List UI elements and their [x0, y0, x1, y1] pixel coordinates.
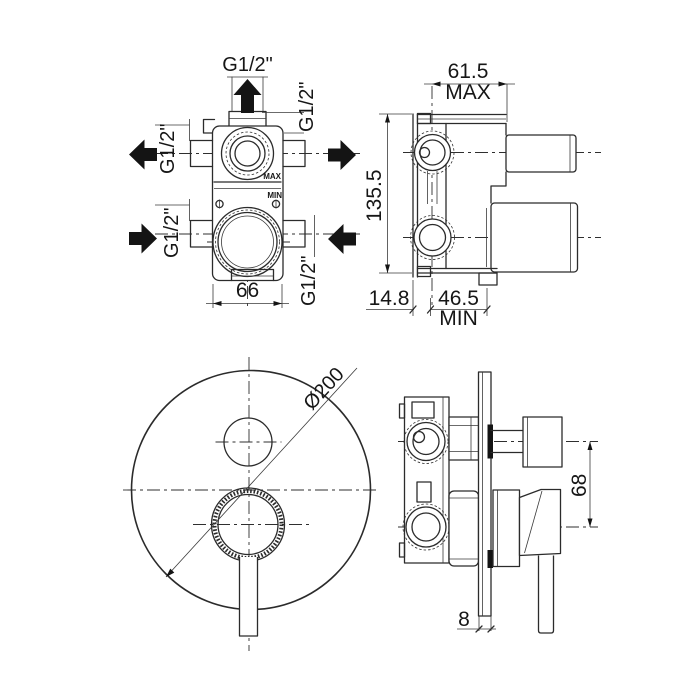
body-min-label: MIN — [267, 191, 282, 200]
dim-handle-distance: 68 — [568, 441, 593, 527]
flow-arrow-left-in-icon — [129, 223, 157, 254]
label-g12-top: G1/2" — [222, 54, 272, 76]
dim-61-5-text: 61.5 — [448, 60, 489, 83]
valve-body-side-outline — [410, 112, 579, 286]
dim-135-5-text: 135.5 — [363, 169, 386, 222]
label-g12-right-top: G1/2" — [296, 82, 318, 132]
flow-arrow-up-icon — [233, 79, 262, 113]
label-extension-lines — [155, 76, 315, 257]
label-g12-left-top: G1/2" — [157, 124, 179, 174]
dim-plate-diameter: Ø200 — [165, 363, 358, 578]
side-view-rough-valve: 61.5 MAX 135.5 14.8 46.5 MIN — [363, 60, 601, 330]
mixer-lever-side — [537, 555, 555, 634]
front-view-trim-plate: Ø200 — [123, 357, 379, 651]
dim-66-text: 66 — [236, 279, 259, 302]
dim-body-width: 66 — [206, 279, 289, 308]
max-label: MAX — [445, 81, 491, 104]
diverter-knob-side — [490, 416, 563, 468]
dim-plate-thickness: 8 — [457, 608, 496, 633]
dim-height: 135.5 — [363, 113, 412, 274]
label-g12-right-bottom: G1/2" — [298, 256, 320, 306]
dim-depth-min: 14.8 46.5 MIN — [366, 280, 491, 330]
valve-body-front-outline — [189, 110, 306, 282]
dim-8-text: 8 — [458, 608, 470, 631]
dim-68-text: 68 — [568, 474, 591, 497]
valve-body-side-outline — [398, 396, 480, 567]
label-g12-left-bottom: G1/2" — [161, 208, 183, 258]
flow-arrow-right-in-icon — [328, 224, 356, 254]
side-view-assembled-mixer: 68 8 — [398, 371, 598, 634]
dim-14-8-text: 14.8 — [369, 287, 410, 310]
dim-200-text: Ø200 — [299, 363, 348, 414]
flow-arrow-left-out-icon — [129, 139, 157, 170]
wall-plate-side — [477, 371, 493, 617]
diverter-knob-circle — [223, 417, 273, 467]
mixer-lever — [238, 557, 259, 637]
mixer-handle-side — [492, 488, 562, 634]
flow-arrow-right-out-icon — [328, 140, 356, 170]
dim-46-5-text: 46.5 — [438, 287, 479, 310]
front-view-rough-valve: 66 G1/2" G1/2" G1/2" G1/2" G1/2" MAX MIN — [129, 54, 362, 308]
dim-depth-max: 61.5 MAX — [424, 60, 515, 122]
body-max-label: MAX — [263, 172, 281, 181]
min-label: MIN — [439, 307, 478, 330]
